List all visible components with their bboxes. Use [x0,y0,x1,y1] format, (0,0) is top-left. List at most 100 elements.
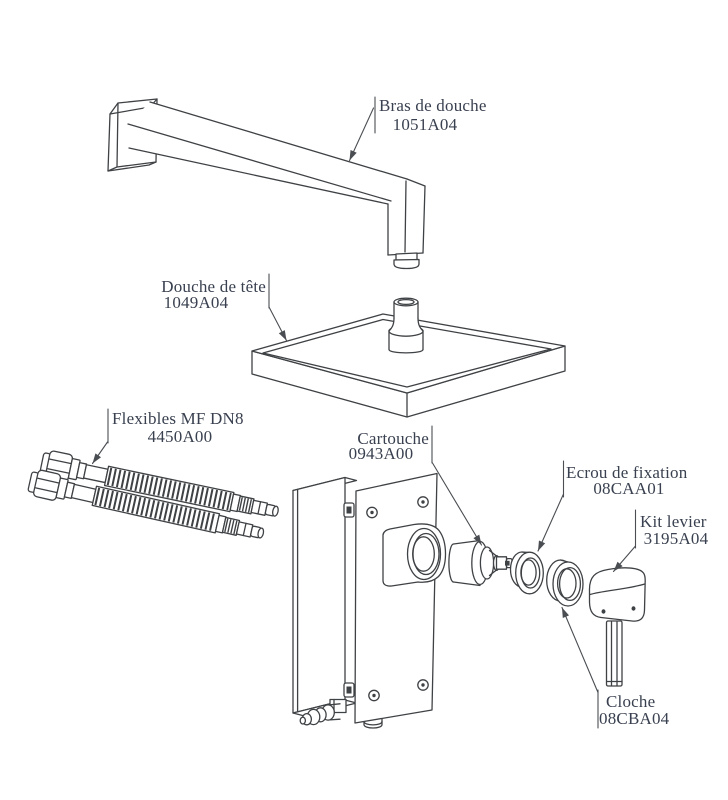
drain-valve-tip [299,716,307,725]
nut-facet-line [35,487,58,494]
leader-arrowhead [349,149,357,161]
leader-shower-head [268,273,288,342]
screw-hole-dot [421,500,425,504]
body-tab-slot [346,506,352,514]
label-bell-cover-ref: 08CBA04 [599,709,670,728]
lever-stem [605,620,623,687]
arm-nozzle-cap [393,258,420,270]
label-fixing-nut-ref: 08CAA01 [593,479,664,498]
hoses-drawing [27,450,279,539]
hose-tube [82,464,109,484]
body-tab-slot [346,686,352,694]
cartridge-drawing [448,539,513,587]
lever-kit-drawing [588,567,646,687]
label-hoses-ref: 4450A00 [148,427,213,446]
label-shower-head-ref: 1049A04 [164,293,229,312]
screw-hole-dot [421,683,425,687]
shower-arm-drawing [107,98,426,270]
hose-lower [27,469,265,539]
hose-braid-ribs [94,487,218,532]
bell-cover-drawing [546,559,584,607]
nut-facet-line [37,477,60,484]
body-front-face [292,476,346,714]
connector-base-bottom [388,348,424,354]
arm-nozzle-collar [395,252,418,261]
hose-tip-end [257,527,265,539]
leader-arrowhead [538,540,546,551]
mixer-body-drawing [292,472,447,729]
lever-knob-edge [589,583,646,596]
hose-tube [70,483,97,504]
arm-edge-line [404,180,407,253]
screw-hole [368,689,380,702]
label-fixing-nut-name: Ecrou de fixation [566,463,688,482]
leader-line [431,462,483,546]
leader-lever-kit [612,509,637,573]
screw-hole [417,679,429,691]
fixing-nut-drawing [509,551,544,595]
lever-knob-dot [601,609,606,614]
outlet-arc [363,720,383,726]
cartridge-body-line [452,539,481,545]
leader-fixing-nut [537,460,565,552]
boss-bore [412,536,435,572]
screw-hole-dot [370,510,374,515]
leader-shower-arm [348,96,376,162]
label-hoses-name: Flexibles MF DN8 [112,409,244,428]
cartridge-cone-line [488,569,498,577]
connector-neck-mask [388,316,424,332]
arm-edge-line [127,123,392,202]
bell-inner-ring [558,566,582,602]
bell-bore [556,568,577,599]
connector-opening [397,298,415,306]
leader-arrowhead [562,607,570,619]
shower-head-drawing [251,297,566,418]
boss-rim [406,527,442,581]
leader-hoses [91,408,109,465]
arm-edge-line [149,101,408,180]
label-cartridge-ref: 0943A00 [349,444,414,463]
screw-hole-dot [372,693,376,698]
cartridge-stem-socket [505,560,510,566]
hose-braid-ribs [106,467,232,511]
hose-tip-end [272,505,279,517]
lever-knob-dot [631,606,636,611]
cartridge-body-line [452,581,481,587]
label-cartridge-name: Cartouche [357,429,429,448]
screw-hole [417,496,429,508]
nipple-groove [257,501,262,515]
leader-line [561,606,599,694]
label-shower-arm-name: Bras de douche [379,96,487,115]
arm-edge-line [128,147,389,205]
label-shower-head-name: Douche de tête [161,277,266,296]
label-lever-kit-name: Kit levier [640,512,707,531]
part-labels: Bras de douche 1051A04 Douche de tête 10… [112,96,709,728]
lever-knob [588,567,646,622]
cartridge-cone-line [488,549,498,557]
label-bell-cover-name: Cloche [606,692,655,711]
nut-bore [520,559,537,586]
head-plate-inset-line [262,318,552,388]
screw-hole [366,506,378,519]
hose-upper [39,450,279,517]
label-lever-kit-ref: 3195A04 [644,529,709,548]
leader-arrowhead [613,561,623,572]
flange-edge-line [116,102,119,168]
leader-arrowhead [278,330,287,341]
arm-body [128,102,425,255]
connector-neck-line [417,317,424,332]
leader-bell-cover [561,606,599,729]
leader-line [537,493,565,552]
label-shower-arm-ref: 1051A04 [393,115,458,134]
nut-facet-line [49,458,72,465]
leader-arrowhead [92,453,102,464]
leader-arrowhead [473,534,482,545]
leader-cartridge [431,425,483,546]
connector-neck-line [388,317,395,332]
arm-edge-line [406,178,426,187]
flange-bottom-edge [107,161,157,172]
arm-edge-line [422,185,426,254]
nut-facet-line [47,468,70,474]
